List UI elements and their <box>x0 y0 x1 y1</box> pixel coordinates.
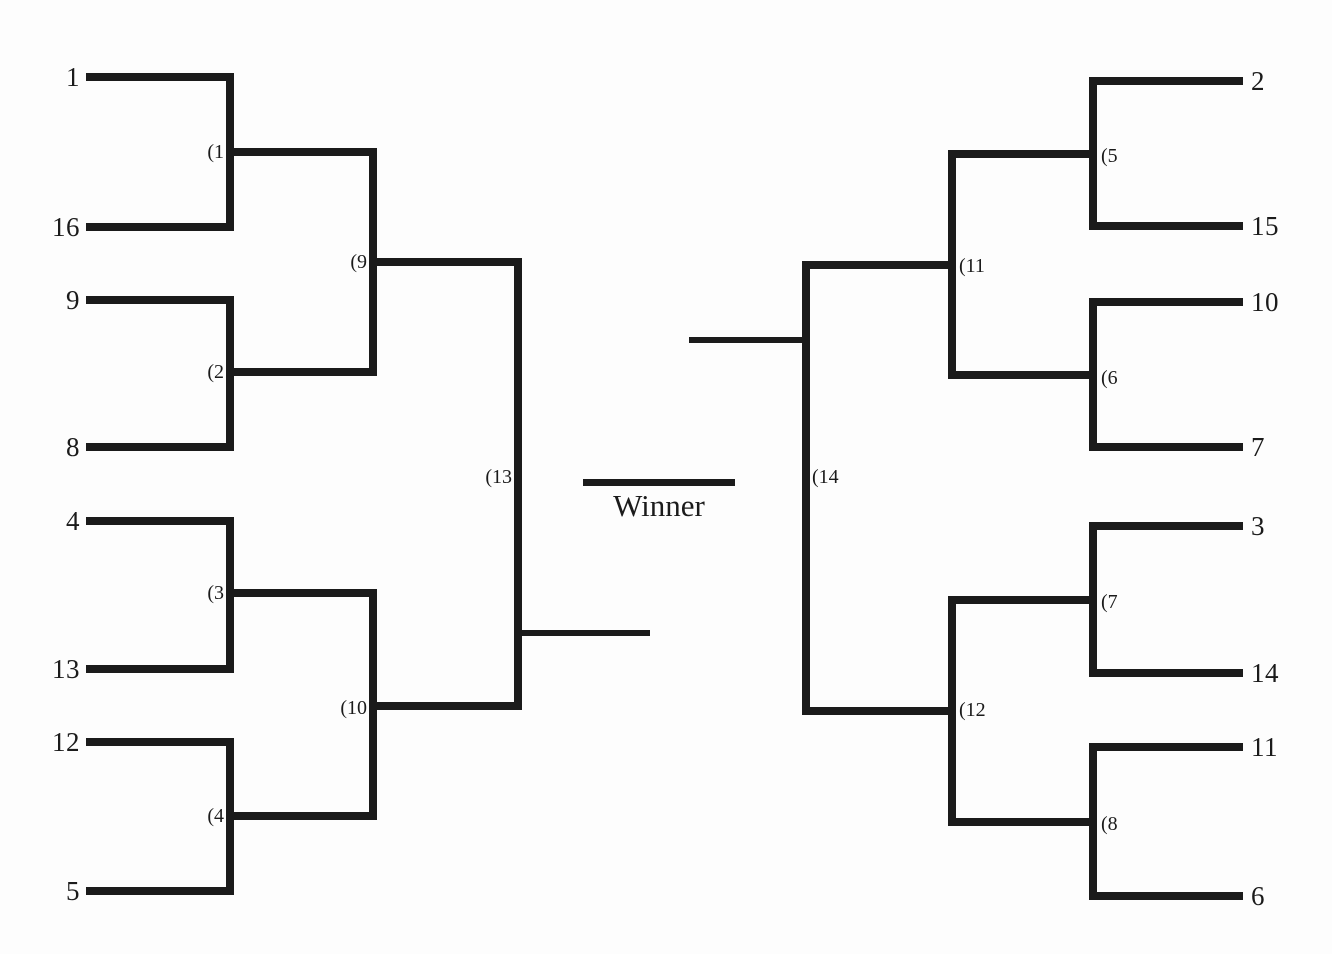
seed-9-label: 9 <box>66 285 80 315</box>
match-3-label: (3 <box>207 582 224 604</box>
seed-10-line <box>1089 298 1243 306</box>
seed-14-label: 14 <box>1251 658 1279 688</box>
seed-13-line <box>86 665 234 673</box>
match-7-label: (7 <box>1101 591 1118 613</box>
seed-3-line <box>1089 522 1243 530</box>
seed-5-line <box>86 887 234 895</box>
seed-12-label: 12 <box>52 727 80 757</box>
match-8-winner-line <box>948 818 1097 826</box>
seed-7-label: 7 <box>1251 432 1265 462</box>
winner-line <box>583 479 735 486</box>
seed-6-line <box>1089 892 1243 900</box>
seed-13-label: 13 <box>52 654 80 684</box>
match-2-label: (2 <box>207 361 224 383</box>
seed-1-label: 1 <box>66 62 80 92</box>
match-12-label: (12 <box>959 699 986 721</box>
seed-1-line <box>86 73 234 81</box>
match-1-winner-line <box>226 148 377 156</box>
seed-6-label: 6 <box>1251 881 1265 911</box>
match-8-label: (8 <box>1101 813 1118 835</box>
match-4-winner-line <box>226 812 377 820</box>
match-5-label: (5 <box>1101 145 1118 167</box>
match-4-label: (4 <box>207 805 224 827</box>
match-7-winner-line <box>948 596 1097 604</box>
seed-2-line <box>1089 77 1243 85</box>
match-1-label: (1 <box>207 141 224 163</box>
seed-11-line <box>1089 743 1243 751</box>
match-13-label: (13 <box>485 466 512 488</box>
match-14-vertical <box>802 261 810 715</box>
match-14-winner-line <box>689 337 802 343</box>
match-10-label: (10 <box>340 697 367 719</box>
seed-11-label: 11 <box>1251 732 1278 762</box>
match-9-label: (9 <box>350 251 367 273</box>
match-6-label: (6 <box>1101 367 1118 389</box>
winner-label: Winner <box>613 488 705 523</box>
match-5-winner-line <box>948 150 1097 158</box>
seed-10-label: 10 <box>1251 287 1279 317</box>
match-6-winner-line <box>948 371 1097 379</box>
match-14-label: (14 <box>812 466 839 488</box>
match-3-winner-line <box>226 589 377 597</box>
seed-12-line <box>86 738 234 746</box>
seed-8-line <box>86 443 234 451</box>
seed-8-label: 8 <box>66 432 80 462</box>
seed-3-label: 3 <box>1251 511 1265 541</box>
match-13-winner-line <box>518 630 650 636</box>
seed-9-line <box>86 296 234 304</box>
match-11-label: (11 <box>959 255 985 277</box>
match-12-winner-line <box>802 707 956 715</box>
match-11-winner-line <box>802 261 956 269</box>
seed-16-line <box>86 223 234 231</box>
seed-14-line <box>1089 669 1243 677</box>
seed-5-label: 5 <box>66 876 80 906</box>
seed-16-label: 16 <box>52 212 80 242</box>
match-9-winner-line <box>369 258 522 266</box>
seed-15-label: 15 <box>1251 211 1279 241</box>
seed-2-label: 2 <box>1251 66 1265 96</box>
seed-4-label: 4 <box>66 506 80 536</box>
seed-4-line <box>86 517 234 525</box>
seed-7-line <box>1089 443 1243 451</box>
match-13-vertical <box>514 258 522 710</box>
seed-15-line <box>1089 222 1243 230</box>
match-10-winner-line <box>369 702 522 710</box>
match-2-winner-line <box>226 368 377 376</box>
